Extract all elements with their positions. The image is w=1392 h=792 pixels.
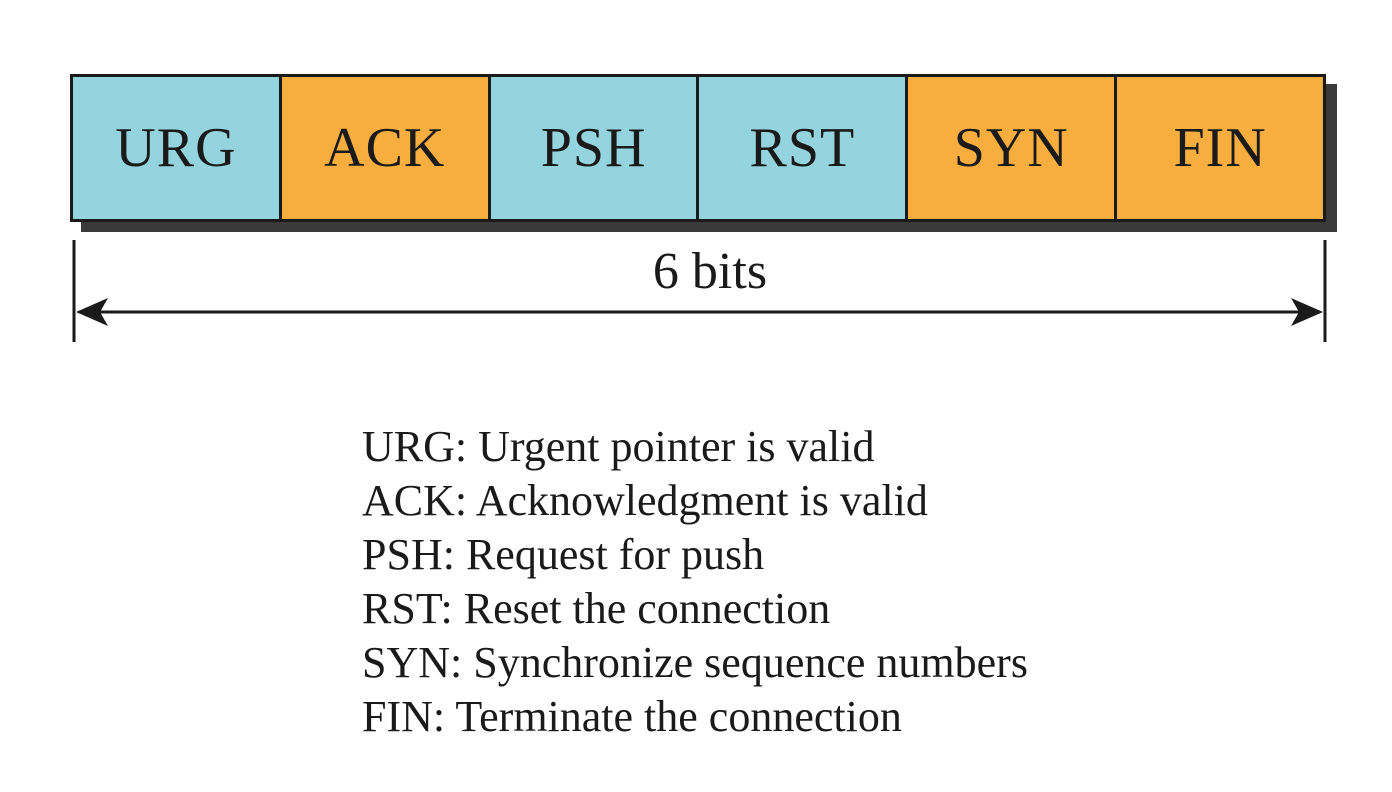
flag-psh-cell: PSH [487, 77, 697, 219]
flags-field: URG ACK PSH RST SYN FIN [70, 74, 1326, 222]
right-arrowhead-icon [1291, 298, 1323, 326]
flag-rst-cell: RST [696, 77, 906, 219]
flag-fin-cell: FIN [1114, 77, 1323, 219]
legend-item-ack: ACK: Acknowledgment is valid [362, 476, 928, 525]
legend-item-psh: PSH: Request for push [362, 530, 765, 579]
legend-item-syn: SYN: Synchronize sequence numbers [362, 638, 1028, 687]
left-arrowhead-icon [76, 298, 108, 326]
legend-item-urg: URG: Urgent pointer is valid [362, 422, 875, 471]
flag-syn-cell: SYN [905, 77, 1115, 219]
legend-item-fin: FIN: Terminate the connection [362, 692, 902, 741]
flag-legend: URG: Urgent pointer is valid ACK: Acknow… [362, 420, 1028, 744]
flag-urg-cell: URG [73, 77, 279, 219]
width-label: 6 bits [652, 243, 768, 300]
legend-item-rst: RST: Reset the connection [362, 584, 831, 633]
flag-ack-cell: ACK [278, 77, 488, 219]
